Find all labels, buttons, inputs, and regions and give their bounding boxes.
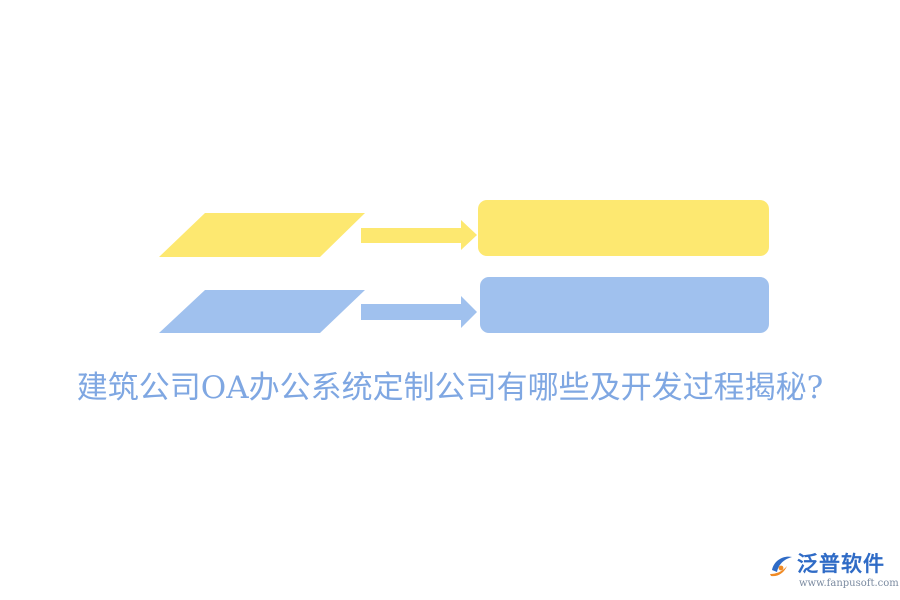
brand-name: 泛普软件 [797,552,885,576]
blue-parallelogram [159,290,365,333]
yellow-arrow [361,220,477,250]
page-title: 建筑公司OA办公系统定制公司有哪些及开发过程揭秘? [76,370,824,406]
brand-logo: 泛普软件 www.fanpusoft.com [765,550,899,594]
blue-arrow [361,296,477,328]
logo-dot [778,565,784,571]
logo-swoosh-orange [770,566,787,577]
yellow-box [478,200,769,256]
logo-swoosh-blue [772,556,792,572]
brand-url: www.fanpusoft.com [799,578,899,589]
fanpu-logo-icon [770,556,792,577]
yellow-parallelogram [159,213,365,257]
blue-box [480,277,769,333]
